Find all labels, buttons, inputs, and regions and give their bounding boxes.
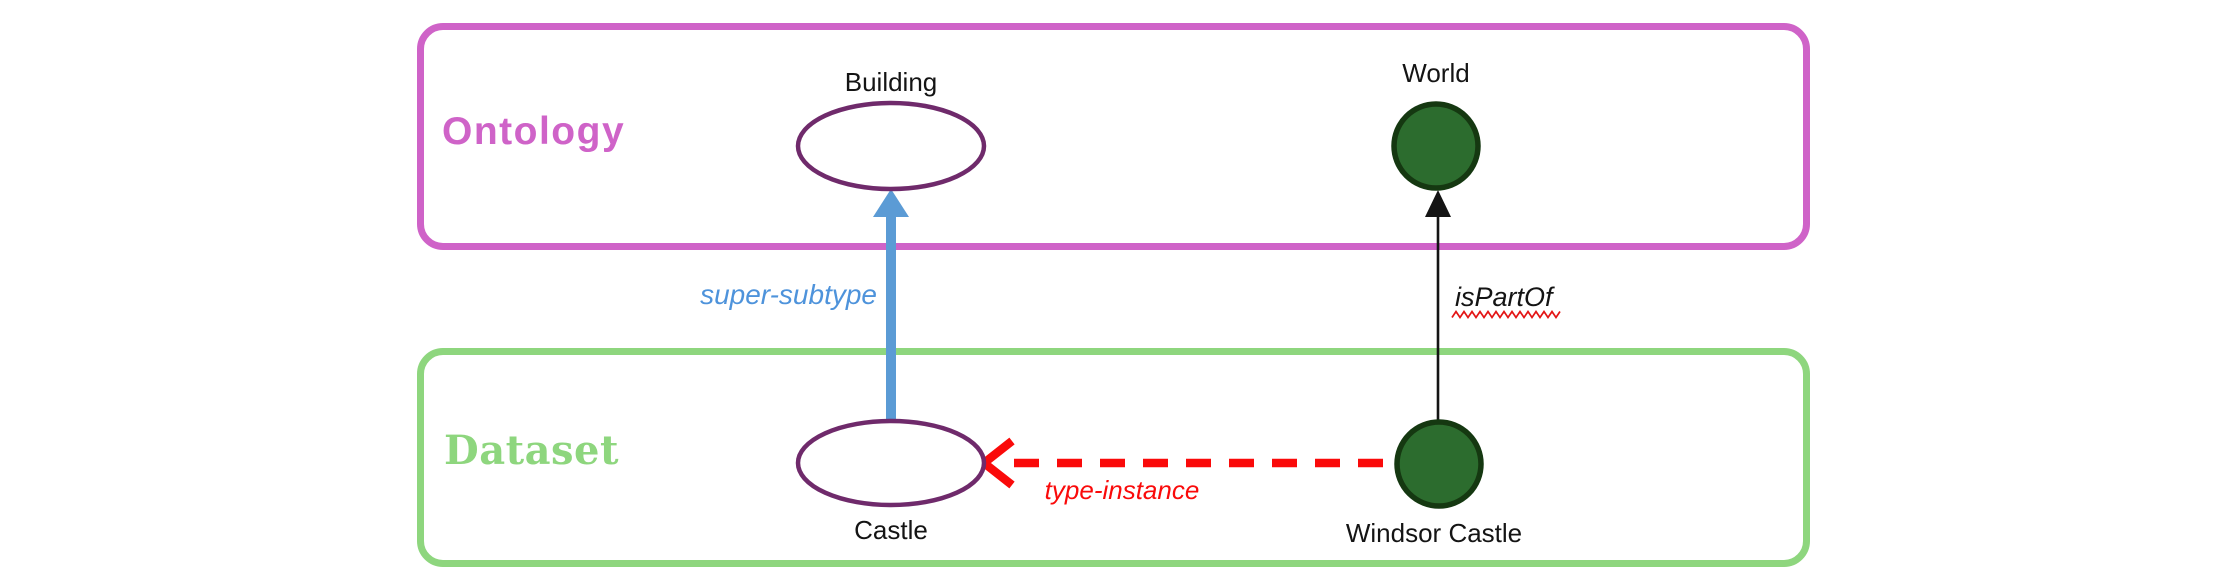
dataset-layer-title: Dataset: [444, 427, 619, 474]
ontology-layer-title: Ontology: [442, 110, 626, 153]
world-node-label: World: [1402, 58, 1470, 88]
building-node-label: Building: [844, 67, 938, 97]
castle-node-label: Castle: [854, 515, 928, 545]
ispartof-edge-label: isPartOf: [1455, 282, 1553, 312]
ontology-layer-box: [417, 23, 1810, 250]
windsor-castle-node-label: Windsor Castle: [1345, 518, 1523, 548]
dataset-layer-box: [417, 348, 1810, 567]
super-subtype-edge-label: super-subtype: [700, 279, 877, 310]
type-instance-edge-label: type-instance: [1044, 475, 1200, 505]
